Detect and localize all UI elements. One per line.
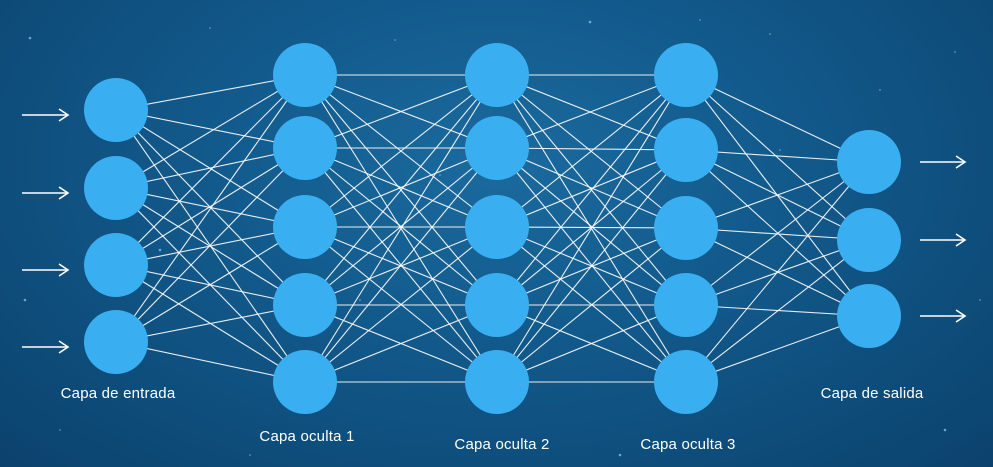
connection-line	[685, 239, 870, 383]
connection-line	[496, 74, 687, 149]
connection-line	[496, 74, 687, 228]
label-hidden-layer-3: Capa oculta 3	[640, 436, 736, 453]
connection-line	[685, 74, 870, 241]
connection-line	[304, 74, 498, 383]
star-dot	[779, 149, 781, 151]
connection-line	[304, 226, 498, 383]
output-arrow-icon	[920, 233, 967, 247]
star-dot	[879, 89, 881, 91]
star-dot	[943, 428, 947, 432]
connection-line	[304, 74, 498, 228]
neuron-input-1	[84, 78, 148, 142]
connection-line	[115, 304, 306, 343]
neuron-input-2	[84, 156, 148, 220]
neuron-hidden1-1	[273, 43, 337, 107]
label-hidden-layer-1: Capa oculta 1	[259, 428, 355, 445]
star-dot	[954, 51, 956, 53]
output-arrow-icon	[920, 155, 967, 169]
connection-line	[496, 149, 687, 383]
connection-line	[496, 74, 687, 383]
star-dot	[979, 299, 981, 301]
connection-line	[115, 74, 306, 189]
neuron-hidden2-4	[465, 273, 529, 337]
star-dot	[588, 20, 592, 24]
connection-line	[496, 147, 687, 383]
input-arrow-icon	[22, 108, 70, 122]
connection-line	[685, 315, 870, 383]
neuron-input-3	[84, 233, 148, 297]
label-hidden-layer-2: Capa oculta 2	[454, 436, 550, 453]
neuron-hidden2-1	[465, 43, 529, 107]
neuron-hidden1-2	[273, 116, 337, 180]
neuron-hidden1-3	[273, 195, 337, 259]
connection-line	[304, 226, 498, 306]
connection-line	[115, 109, 306, 149]
connection-line	[115, 147, 306, 343]
star-dot	[618, 453, 622, 457]
output-arrow-icon	[920, 309, 967, 323]
neuron-hidden3-1	[654, 43, 718, 107]
star-dot	[59, 429, 61, 431]
star-dot	[209, 27, 211, 29]
neuron-hidden2-5	[465, 350, 529, 414]
star-dot	[23, 298, 27, 302]
neuron-hidden3-5	[654, 350, 718, 414]
connection-line	[115, 226, 306, 343]
connection-line	[115, 341, 306, 383]
connection-line	[496, 149, 687, 228]
connection-line	[496, 304, 687, 383]
neuron-hidden1-5	[273, 350, 337, 414]
star-dot	[158, 248, 162, 252]
neuron-output-2	[837, 208, 901, 272]
connection-line	[496, 227, 687, 383]
connection-line	[304, 74, 498, 306]
connection-line	[115, 74, 306, 111]
star-dot	[249, 454, 251, 456]
connection-line	[496, 74, 687, 306]
neuron-hidden3-3	[654, 196, 718, 260]
connection-line	[685, 74, 870, 163]
connection-line	[304, 74, 498, 149]
neuron-hidden3-4	[654, 273, 718, 337]
input-arrow-icon	[22, 263, 70, 277]
neuron-input-4	[84, 310, 148, 374]
connection-line	[685, 161, 870, 306]
input-arrow-icon	[22, 186, 70, 200]
star-dot	[439, 174, 441, 176]
neuron-output-1	[837, 130, 901, 194]
neuron-output-3	[837, 284, 901, 348]
connection-line	[115, 74, 306, 343]
connection-line	[115, 74, 306, 266]
connection-line	[115, 187, 306, 228]
star-dot	[359, 299, 361, 301]
connection-line	[685, 161, 870, 229]
neuron-hidden2-3	[465, 195, 529, 259]
star-dot	[394, 39, 396, 41]
neuron-hidden2-2	[465, 116, 529, 180]
connection-line	[304, 304, 498, 383]
star-dot	[699, 19, 701, 21]
connection-line	[304, 147, 498, 228]
connection-line	[115, 226, 306, 266]
connection-line	[304, 147, 498, 306]
label-output-layer: Capa de salida	[820, 385, 924, 402]
connection-line	[304, 147, 498, 383]
star-dot	[28, 36, 32, 40]
arrows	[22, 108, 967, 354]
neuron-hidden3-2	[654, 118, 718, 182]
neuron-hidden1-4	[273, 273, 337, 337]
input-arrow-icon	[22, 340, 70, 354]
connection-line	[115, 147, 306, 266]
neurons	[84, 43, 901, 414]
star-dot	[769, 33, 771, 35]
connection-line	[496, 74, 687, 151]
label-input-layer: Capa de entrada	[60, 385, 176, 402]
connection-line	[115, 147, 306, 189]
connection-line	[685, 161, 870, 383]
connection-line	[496, 147, 687, 306]
